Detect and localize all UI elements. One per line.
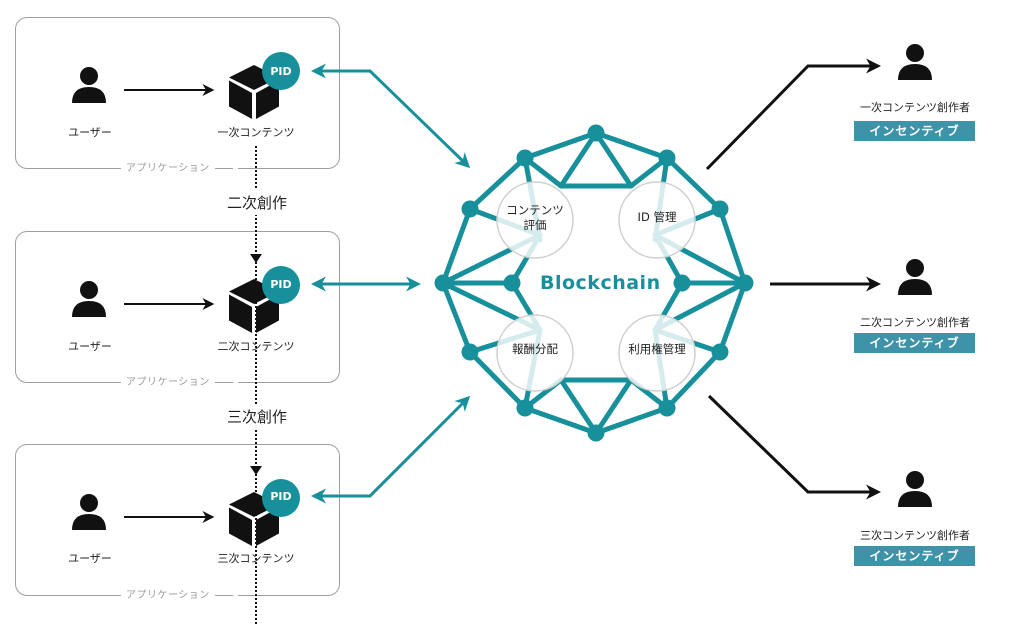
cube-left bbox=[229, 294, 252, 333]
network-edge bbox=[664, 349, 723, 411]
network-edge bbox=[522, 130, 599, 161]
derivation-arrowhead bbox=[250, 466, 262, 475]
network-edge bbox=[593, 130, 670, 161]
network-node bbox=[658, 399, 676, 417]
network-edge bbox=[440, 280, 473, 355]
incentive-badge: インセンティブ bbox=[854, 333, 975, 353]
reward-distribution-circle bbox=[496, 314, 574, 392]
cube-left bbox=[229, 80, 252, 119]
incentive-badge: インセンティブ bbox=[854, 121, 975, 141]
function-content-evaluation: コンテンツ 評価 bbox=[500, 203, 570, 233]
user-label: ユーザー bbox=[68, 340, 112, 353]
user-label: ユーザー bbox=[68, 126, 112, 139]
network-edge bbox=[717, 206, 748, 286]
incentive-arrow-1 bbox=[705, 58, 881, 171]
cube-right bbox=[256, 294, 279, 333]
blockchain-title: Blockchain bbox=[540, 272, 661, 294]
network-edge bbox=[593, 405, 670, 436]
person-body bbox=[72, 87, 106, 103]
teal-arrow-1 bbox=[311, 63, 471, 169]
network-node bbox=[461, 343, 479, 361]
function-usage-rights: 利用権管理 bbox=[628, 342, 686, 356]
usage-rights-circle bbox=[618, 314, 696, 392]
creator-icon bbox=[898, 259, 932, 295]
function-label-line1: コンテンツ bbox=[506, 203, 564, 217]
user-icon bbox=[72, 494, 106, 530]
application-label: アプリケーション bbox=[121, 162, 238, 176]
network-node bbox=[587, 424, 605, 442]
content-label: 二次コンテンツ bbox=[217, 340, 295, 353]
network-node bbox=[434, 274, 452, 292]
person-body bbox=[898, 279, 932, 295]
network-node bbox=[736, 274, 754, 292]
application-label: アプリケーション bbox=[121, 376, 238, 390]
user-icon bbox=[72, 67, 106, 103]
application-box-3: アプリケーション bbox=[15, 444, 340, 603]
derivation-label: 三次創作 bbox=[222, 404, 292, 429]
person-body bbox=[898, 64, 932, 80]
network-node bbox=[461, 200, 479, 218]
network-edge bbox=[440, 206, 473, 286]
cube-left bbox=[229, 507, 252, 546]
pid-badge-label: PID bbox=[270, 65, 292, 78]
teal-arrow-3 bbox=[311, 395, 471, 504]
network-node bbox=[711, 200, 729, 218]
pid-badge-label: PID bbox=[270, 278, 292, 291]
network-edge bbox=[558, 130, 599, 189]
network-edge bbox=[522, 405, 599, 436]
network-edge bbox=[558, 377, 599, 436]
content-label: 一次コンテンツ bbox=[217, 126, 295, 139]
network-node bbox=[711, 343, 729, 361]
network-edge bbox=[467, 155, 528, 212]
person-head bbox=[906, 471, 924, 489]
network-node bbox=[587, 124, 605, 142]
incentive-badge: インセンティブ bbox=[854, 546, 975, 566]
person-head bbox=[80, 281, 98, 299]
pid-badge bbox=[262, 479, 300, 517]
incentive-arrow-3 bbox=[707, 394, 881, 500]
content-evaluation-circle bbox=[496, 181, 574, 259]
person-head bbox=[906, 44, 924, 62]
network-edge bbox=[664, 155, 723, 212]
network-edge bbox=[717, 280, 748, 355]
application-box-2: アプリケーション bbox=[15, 231, 340, 390]
creator-icon bbox=[898, 44, 932, 80]
pid-badge-label: PID bbox=[270, 490, 292, 503]
network-edge bbox=[593, 377, 634, 436]
content-cube-icon bbox=[229, 65, 279, 119]
person-body bbox=[898, 491, 932, 507]
person-head bbox=[906, 259, 924, 277]
network-node bbox=[673, 274, 691, 292]
pid-badge bbox=[262, 266, 300, 304]
function-label-line2: 評価 bbox=[523, 218, 547, 232]
person-body bbox=[72, 514, 106, 530]
network-node bbox=[658, 149, 676, 167]
creator-label: 二次コンテンツ創作者 bbox=[860, 316, 970, 329]
creator-icon bbox=[898, 471, 932, 507]
network-node bbox=[516, 399, 534, 417]
application-label: アプリケーション bbox=[121, 589, 238, 603]
derivation-label: 二次創作 bbox=[222, 190, 292, 215]
cube-right bbox=[256, 507, 279, 546]
user-label: ユーザー bbox=[68, 552, 112, 565]
creator-label: 一次コンテンツ創作者 bbox=[860, 101, 970, 114]
person-body bbox=[72, 301, 106, 317]
content-label: 三次コンテンツ bbox=[217, 552, 295, 565]
network-node bbox=[503, 274, 521, 292]
id-management-circle bbox=[618, 181, 696, 259]
creator-label: 三次コンテンツ創作者 bbox=[860, 529, 970, 542]
pid-badge bbox=[262, 52, 300, 90]
person-head bbox=[80, 67, 98, 85]
function-reward-distribution: 報酬分配 bbox=[512, 342, 558, 356]
network-node bbox=[516, 149, 534, 167]
network-edge bbox=[467, 349, 528, 411]
function-id-management: ID 管理 bbox=[637, 210, 677, 224]
cube-right bbox=[256, 80, 279, 119]
person-head bbox=[80, 494, 98, 512]
user-icon bbox=[72, 281, 106, 317]
network-edge bbox=[593, 130, 634, 189]
derivation-arrowhead bbox=[250, 254, 262, 263]
blockchain-network bbox=[434, 124, 754, 442]
